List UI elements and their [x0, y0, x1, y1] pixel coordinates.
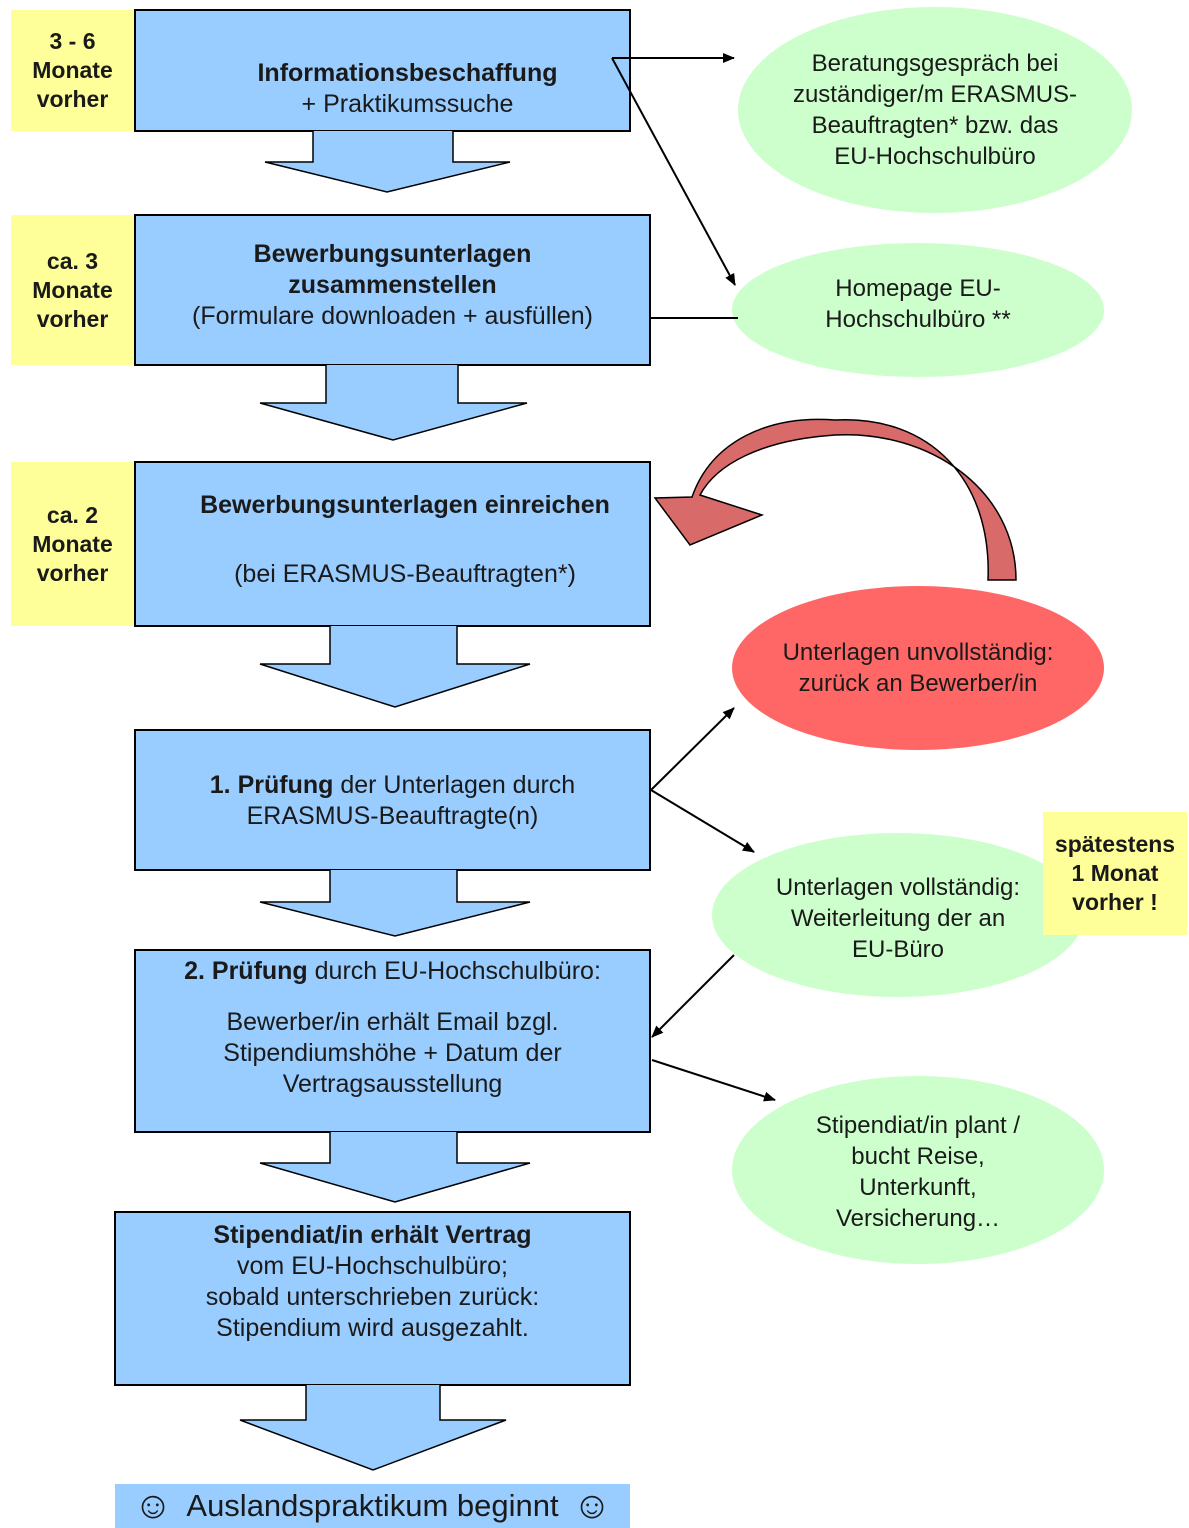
step-1-title: Informationsbeschaffung [257, 59, 558, 87]
oval-homepage-shape [732, 243, 1104, 377]
step-6-line: vom EU-Hochschulbüro; [237, 1252, 508, 1280]
step-2-title-line1: Bewerbungsunterlagen [253, 239, 532, 268]
step-box-3: Bewerbungsunterlagen einreichen (bei ERA… [135, 490, 675, 590]
step-box-1-shape [134, 9, 631, 132]
timing-label-2: ca. 3 Monate vorher [11, 215, 134, 365]
step-4-bold: 1. Prüfung [209, 771, 334, 799]
step-1-subtitle: + Praktikumssuche [301, 90, 514, 118]
step-6-line: sobald unterschrieben zurück: [205, 1283, 540, 1311]
oval-reise: Stipendiat/in plant / bucht Reise, Unter… [732, 1107, 1104, 1237]
deadline-note: spätestens 1 Monat vorher ! [1043, 812, 1187, 935]
step-5-bold: 2. Prüfung [184, 957, 308, 985]
oval-line: Homepage EU- [835, 275, 1001, 302]
smiley-face-icon: ☺ [133, 1485, 173, 1527]
step-3-subtitle: (bei ERASMUS-Beauftragten*) [234, 560, 576, 588]
deadline-note-line: vorher ! [1072, 889, 1158, 915]
down-arrow-1 [264, 131, 511, 193]
oval-line: EU-Büro [851, 935, 945, 963]
down-arrow-2 [259, 365, 528, 441]
timing-line: vorher [36, 305, 109, 332]
step-3-title: Bewerbungsunterlagen einreichen [200, 491, 610, 519]
final-banner-shape [115, 1484, 630, 1528]
step-5-line: Vertragsausstellung [282, 1070, 503, 1098]
oval-line: zurück an Bewerber/in [798, 670, 1038, 697]
timing-line: vorher [36, 86, 109, 112]
connector-to-reise [651, 1059, 776, 1102]
step-6-line: Stipendium wird ausgezahlt. [216, 1314, 529, 1342]
step-box-1: Informationsbeschaffung + Praktikumssuch… [135, 10, 680, 190]
oval-reise-shape [732, 1076, 1104, 1264]
step-4-rest: der Unterlagen durch [333, 771, 576, 799]
step-box-2: Bewerbungsunterlagen zusammenstellen (Fo… [135, 235, 650, 335]
oval-line: zuständiger/m ERASMUS- [792, 81, 1078, 108]
oval-line: EU-Hochschulbüro [834, 143, 1036, 170]
oval-line: Hochschulbüro ** [825, 306, 1011, 333]
timing-line: ca. 3 [46, 247, 99, 274]
timing-label-3: ca. 2 Monate vorher [11, 462, 134, 626]
step-2-subtitle: (Formulare downloaden + ausfüllen) [192, 301, 593, 330]
oval-unvollstaendig: Unterlagen unvollständig: zurück an Bewe… [732, 633, 1104, 703]
timing-line: Monate [32, 276, 113, 303]
step-4-line2: ERASMUS-Beauftragte(n) [246, 802, 539, 830]
oval-beratung-shape [738, 7, 1132, 213]
oval-line: Weiterleitung der an [790, 904, 1006, 932]
connector-to-vollstaendig [650, 789, 755, 853]
step-5-rest: durch EU-Hochschulbüro: [307, 957, 601, 985]
step-6-title: Stipendiat/in erhält Vertrag [213, 1221, 532, 1249]
final-banner: ☺ Auslandspraktikum beginnt ☺ [115, 1484, 630, 1528]
oval-line: Unterkunft, [859, 1174, 977, 1201]
step-5-line: Stipendiumshöhe + Datum der [223, 1039, 562, 1067]
oval-line: Unterlagen unvollständig: [782, 639, 1054, 666]
step-2-title-line2: zusammenstellen [288, 270, 497, 299]
timing-line: Monate [32, 57, 113, 83]
oval-line: bucht Reise, [851, 1143, 985, 1170]
final-banner-text: Auslandspraktikum beginnt [186, 1488, 559, 1523]
down-arrow-5 [259, 1132, 531, 1203]
oval-line: Versicherung… [835, 1205, 1001, 1232]
oval-line: Beauftragten* bzw. das [811, 112, 1059, 139]
oval-line: Beratungsgespräch bei [811, 50, 1059, 77]
connector-vollstaendig-to-step5 [651, 954, 735, 1038]
oval-line: Unterlagen vollständig: [775, 873, 1021, 901]
deadline-note-line: 1 Monat [1071, 860, 1159, 886]
step-1-content: Informationsbeschaffung + Praktikumssuch… [160, 58, 655, 120]
timing-line: 3 - 6 [49, 28, 96, 54]
return-curved-arrow [653, 418, 1017, 581]
timing-label-1: 3 - 6 Monate vorher [11, 10, 134, 131]
oval-homepage: Homepage EU- Hochschulbüro ** [732, 264, 1104, 344]
timing-line: ca. 2 [46, 501, 99, 528]
step-box-5-shape [134, 949, 651, 1133]
step-box-6: Stipendiat/in erhält Vertrag vom EU-Hoch… [115, 1220, 630, 1348]
connector-to-homepage [611, 57, 736, 286]
oval-vollstaendig-shape [712, 833, 1084, 997]
step-box-4: 1. Prüfung der Unterlagen durch ERASMUS-… [135, 768, 650, 834]
step-5-line: Bewerber/in erhält Email bzgl. [226, 1008, 559, 1036]
oval-unvollstaendig-shape [732, 586, 1104, 750]
down-arrow-3 [259, 626, 531, 708]
oval-vollstaendig: Unterlagen vollständig: Weiterleitung de… [712, 870, 1084, 966]
down-arrow-6 [239, 1385, 507, 1471]
down-arrow-4 [259, 870, 531, 937]
step-box-2-shape [134, 214, 651, 366]
step-box-6-shape [114, 1211, 631, 1386]
smiley-face-icon: ☺ [572, 1485, 612, 1527]
step-box-5: 2. Prüfung durch EU-Hochschulbüro: Bewer… [120, 956, 665, 1106]
step-box-4-shape [134, 729, 651, 871]
deadline-note-line: spätestens [1054, 831, 1176, 857]
oval-line: Stipendiat/in plant / [815, 1112, 1021, 1139]
timing-line: vorher [36, 559, 109, 586]
step-box-3-shape [134, 461, 651, 627]
connector-to-unvollstaendig [650, 707, 735, 791]
oval-beratung: Beratungsgespräch bei zuständiger/m ERAS… [738, 30, 1132, 190]
timing-line: Monate [32, 530, 113, 557]
